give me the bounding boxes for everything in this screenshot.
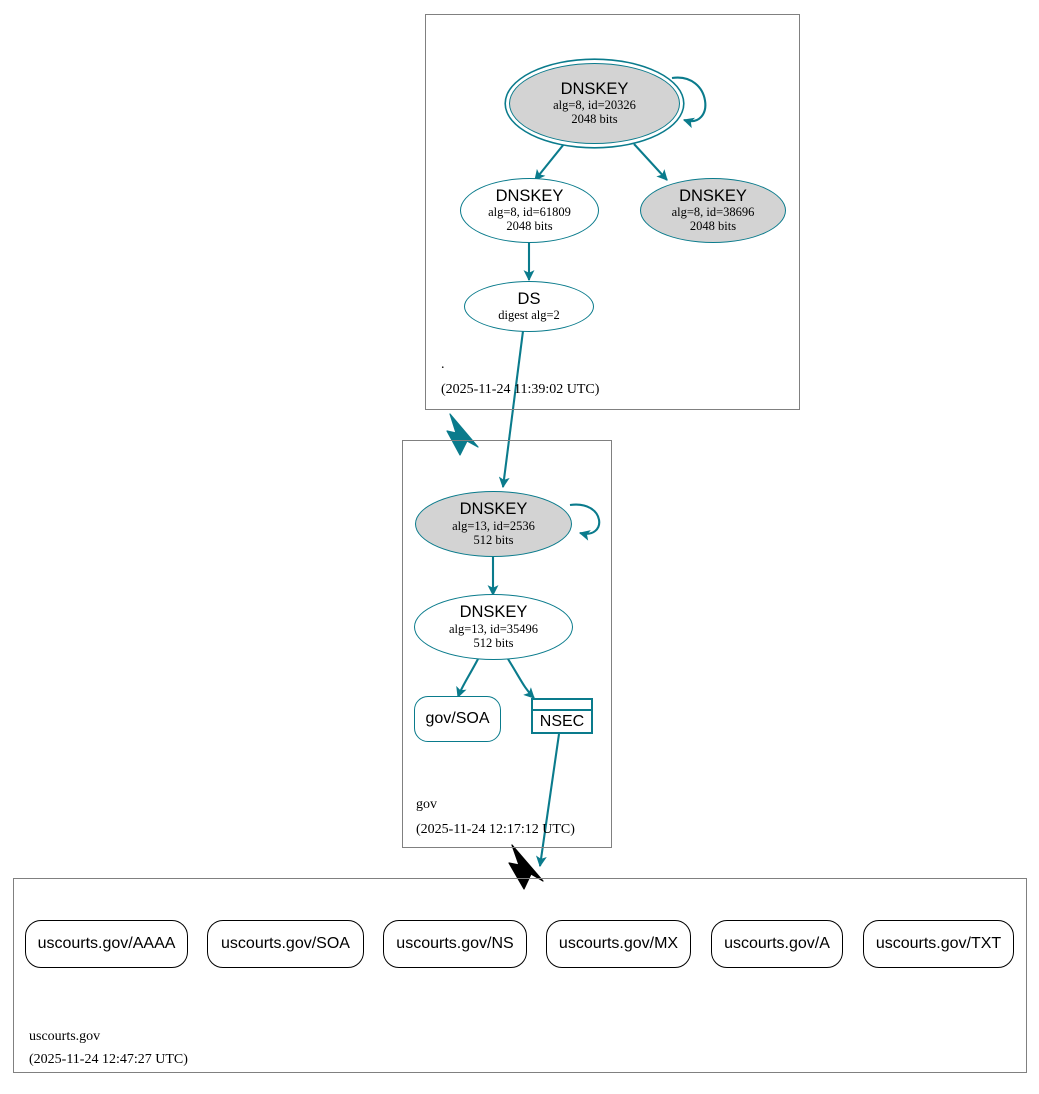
zone-name-uscourts: uscourts.gov (29, 1029, 101, 1044)
node-dnskey-root-key-38696[interactable]: DNSKEY alg=8, id=38696 2048 bits (640, 178, 786, 243)
node-label: uscourts.gov/MX (558, 935, 679, 952)
delegation-arrow-gov-to-uscourts (508, 844, 544, 890)
node-params: alg=8, id=61809 (488, 205, 571, 220)
edge-gov-zsk-to-soa (456, 658, 479, 699)
zone-box-root (425, 14, 800, 410)
node-rrset-uscourts-txt[interactable]: uscourts.gov/TXT (863, 920, 1014, 968)
node-dnskey-gov-zsk-35496[interactable]: DNSKEY alg=13, id=35496 512 bits (414, 594, 573, 660)
node-params: alg=8, id=20326 (553, 98, 636, 113)
node-keysize: 2048 bits (689, 219, 737, 234)
node-params: digest alg=2 (498, 308, 560, 323)
node-label: uscourts.gov/TXT (875, 935, 1002, 952)
edge-gov-zsk-to-nsec (507, 658, 535, 699)
zone-timestamp-gov: (2025-11-24 12:17:12 UTC) (416, 822, 575, 837)
node-title: DS (517, 289, 541, 308)
node-rrset-uscourts-mx[interactable]: uscourts.gov/MX (546, 920, 691, 968)
node-label: uscourts.gov/A (724, 935, 830, 952)
node-dnskey-root-ksk-20326[interactable]: DNSKEY alg=8, id=20326 2048 bits (509, 63, 680, 144)
zone-timestamp-root: (2025-11-24 11:39:02 UTC) (441, 382, 600, 397)
node-title: DNSKEY (495, 186, 564, 205)
zone-name-gov: gov (416, 797, 437, 812)
node-keysize: 512 bits (473, 635, 514, 650)
delegation-arrow-root-to-gov (446, 413, 479, 456)
node-rrset-gov-soa[interactable]: gov/SOA (414, 696, 501, 742)
zone-box-gov (402, 440, 612, 848)
node-label: uscourts.gov/SOA (221, 935, 350, 952)
node-nsec-gov[interactable]: NSEC (531, 698, 593, 734)
edge-gov-ksk-self-sign (569, 503, 601, 541)
edge-root-ksk-to-key38696 (633, 143, 668, 181)
node-label: uscourts.gov/AAAA (37, 935, 176, 952)
node-label: uscourts.gov/NS (396, 935, 514, 952)
node-title: DNSKEY (679, 186, 747, 205)
node-title: DNSKEY (560, 79, 629, 98)
node-dnskey-root-zsk-61809[interactable]: DNSKEY alg=8, id=61809 2048 bits (460, 178, 599, 243)
node-keysize: 2048 bits (571, 112, 618, 127)
node-rrset-uscourts-aaaa[interactable]: uscourts.gov/AAAA (25, 920, 188, 968)
node-title: DNSKEY (459, 500, 528, 519)
node-title: DNSKEY (459, 603, 528, 622)
node-rrset-uscourts-ns[interactable]: uscourts.gov/NS (383, 920, 527, 968)
node-label: gov/SOA (425, 710, 490, 727)
zone-timestamp-uscourts: (2025-11-24 12:47:27 UTC) (29, 1052, 188, 1067)
zone-box-uscourts (13, 878, 1027, 1073)
edge-root-ksk-self-sign (671, 76, 707, 129)
edge-nsec-to-uscourts (535, 733, 561, 868)
node-params: alg=13, id=35496 (448, 621, 539, 636)
node-keysize: 2048 bits (506, 219, 553, 234)
edge-root-ksk-to-zsk (534, 143, 565, 181)
node-params: alg=13, id=2536 (452, 518, 535, 533)
node-keysize: 512 bits (473, 532, 514, 547)
node-rrset-uscourts-soa[interactable]: uscourts.gov/SOA (207, 920, 364, 968)
node-rrset-uscourts-a[interactable]: uscourts.gov/A (711, 920, 843, 968)
node-params: alg=8, id=38696 (671, 205, 755, 220)
zone-name-root: . (441, 357, 445, 372)
node-dnskey-gov-ksk-2536[interactable]: DNSKEY alg=13, id=2536 512 bits (415, 491, 572, 557)
node-label: NSEC (539, 713, 585, 730)
node-ds-root[interactable]: DS digest alg=2 (464, 281, 594, 332)
